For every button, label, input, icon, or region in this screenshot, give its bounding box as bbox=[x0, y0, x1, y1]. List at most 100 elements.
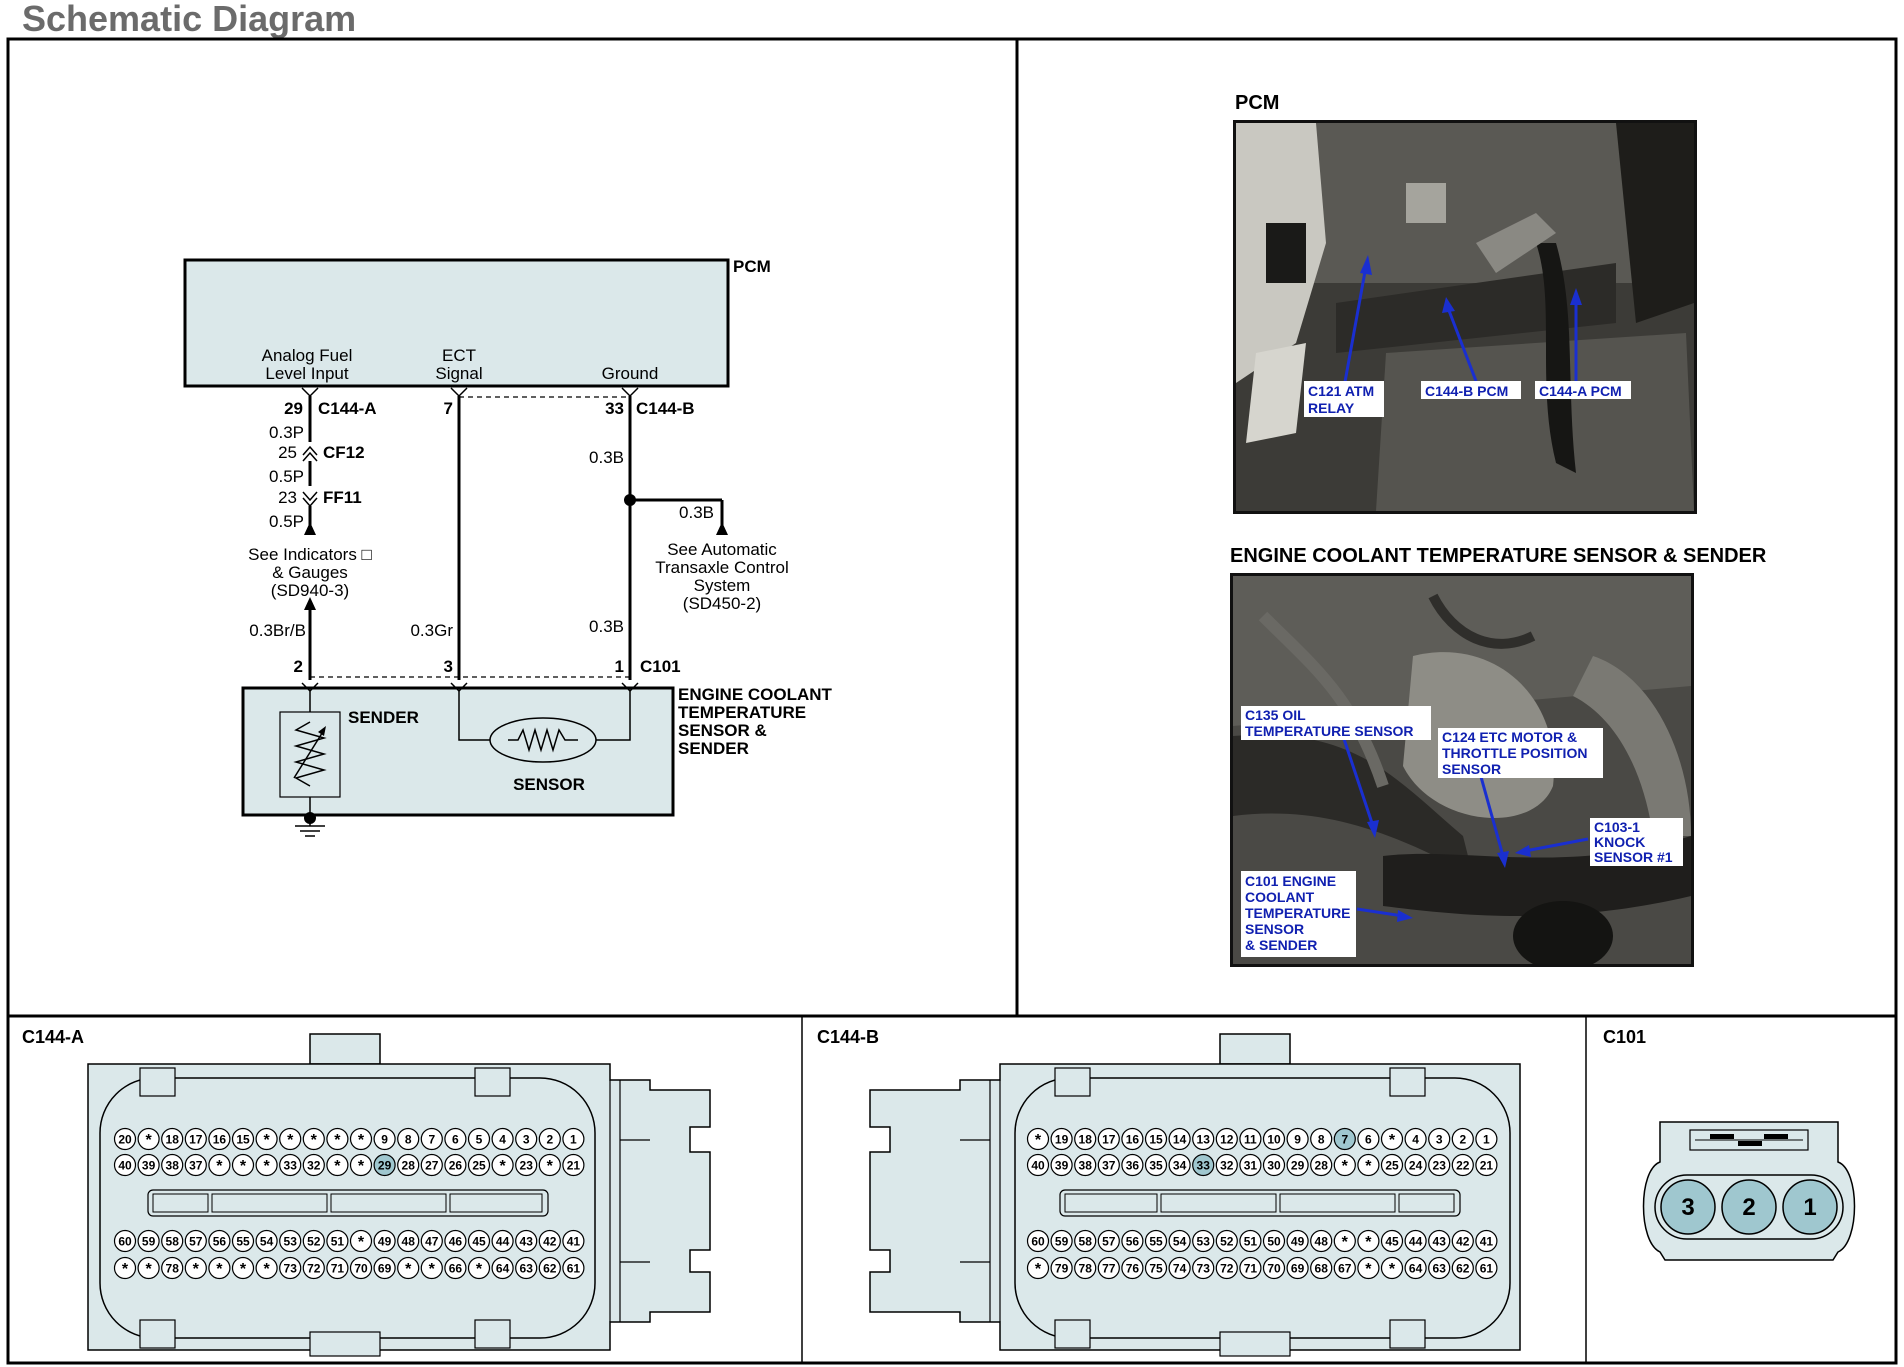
c144a-pin-cell bbox=[515, 1127, 538, 1151]
component-box bbox=[241, 686, 675, 817]
c144a-pin-label: 54 bbox=[260, 1235, 274, 1249]
c144a-pin-label: * bbox=[287, 1132, 294, 1149]
c144a-pin-cell bbox=[231, 1127, 255, 1151]
c144a-pin-cell bbox=[349, 1229, 373, 1253]
c144a-pin-label: * bbox=[311, 1132, 318, 1149]
c144a-pin-cell bbox=[444, 1127, 467, 1151]
c144a-pin-cell bbox=[279, 1229, 302, 1253]
c144a-pin-label: 17 bbox=[189, 1133, 203, 1147]
c144a-pin-cell bbox=[231, 1153, 255, 1177]
c144b-pin-label: 76 bbox=[1126, 1262, 1140, 1276]
c144a-pin-label: 41 bbox=[567, 1235, 581, 1249]
splice-ff11 bbox=[302, 491, 318, 508]
c144b-pin-cell bbox=[1168, 1153, 1191, 1177]
c144a-pin-cell bbox=[491, 1127, 514, 1151]
c144a-pin-label: * bbox=[499, 1158, 506, 1175]
c144a-pin-label: 43 bbox=[520, 1235, 534, 1249]
c144b-pin-cell bbox=[1262, 1256, 1286, 1280]
c144a-pin-cell bbox=[349, 1127, 373, 1151]
photo-pcm: C121 ATM RELAY C144-B PCM C144-A PCM bbox=[1233, 120, 1697, 514]
c144a-pin-label: 29 bbox=[378, 1159, 392, 1173]
c144a-pin-cell bbox=[184, 1256, 207, 1280]
c144a-pin-cell bbox=[231, 1229, 255, 1253]
c144a-pin-label: 69 bbox=[378, 1262, 392, 1276]
c144a-pin-cell bbox=[255, 1229, 278, 1253]
c144b-pin-cell bbox=[1121, 1127, 1144, 1151]
photo-ect: C135 OIL TEMPERATURE SENSOR C124 ETC MOT… bbox=[1230, 573, 1694, 967]
c144b-pin-label: 50 bbox=[1267, 1235, 1281, 1249]
c144b-pin-cell bbox=[1428, 1256, 1451, 1280]
c101-pin-cell bbox=[1782, 1179, 1838, 1235]
c144a-pin-label: 28 bbox=[402, 1159, 416, 1173]
c144b-pin-cell bbox=[1192, 1153, 1215, 1177]
c144b-pin-label: 30 bbox=[1267, 1159, 1281, 1173]
c144a-pin-label: 52 bbox=[307, 1235, 321, 1249]
pin-33: 33 bbox=[605, 399, 624, 418]
c144a-pin-cell bbox=[538, 1127, 561, 1151]
c144b-pin-cell bbox=[1286, 1127, 1309, 1151]
c144b-pin-label: 31 bbox=[1244, 1159, 1258, 1173]
c144b-pin-label: 35 bbox=[1149, 1159, 1163, 1173]
c144a-pin-cell bbox=[562, 1229, 585, 1253]
c144a-pin-label: 49 bbox=[378, 1235, 392, 1249]
c144b-pin-cell bbox=[1144, 1229, 1168, 1253]
c144a-pin-label: * bbox=[216, 1261, 223, 1278]
photo-label-c101-5: & SENDER bbox=[1245, 937, 1317, 953]
arrow-to-atcs bbox=[716, 522, 728, 535]
pin-7: 7 bbox=[444, 399, 453, 418]
photo-label-c124-1: C124 ETC MOTOR & bbox=[1442, 729, 1577, 745]
c144b-pin-label: 52 bbox=[1220, 1235, 1234, 1249]
c144a-pin-cell bbox=[161, 1229, 184, 1253]
c144b-pin-cell bbox=[1404, 1256, 1427, 1280]
c144a-pin-cell bbox=[255, 1127, 278, 1151]
photo-label-c124-3: SENSOR bbox=[1442, 761, 1501, 777]
c144a-pin-cell bbox=[208, 1229, 231, 1253]
c144b-pin-cell bbox=[1451, 1256, 1474, 1280]
c144b-pin-label: 38 bbox=[1079, 1159, 1093, 1173]
c144a-pin-cell bbox=[302, 1153, 325, 1177]
photo-label-c103-2: KNOCK bbox=[1594, 834, 1645, 850]
c144b-pin-cell bbox=[1192, 1229, 1215, 1253]
c144a-pin-label: * bbox=[429, 1261, 436, 1278]
c144b-pin-label: 54 bbox=[1173, 1235, 1187, 1249]
connector-c144b: C144-B bbox=[636, 399, 695, 418]
c144b-pin-cell bbox=[1310, 1127, 1333, 1151]
connector-c101: C101 bbox=[640, 657, 681, 676]
c144b-pin-label: 67 bbox=[1338, 1262, 1352, 1276]
c144a-pin-label: * bbox=[405, 1261, 412, 1278]
component-name-4: SENDER bbox=[678, 739, 749, 758]
c144a-pin-label: 2 bbox=[546, 1133, 553, 1147]
c144b-pin-label: * bbox=[1342, 1158, 1349, 1175]
c144a-pin-cell bbox=[113, 1127, 137, 1151]
c144b-pin-cell bbox=[1192, 1256, 1215, 1280]
c144b-pin-cell bbox=[1475, 1153, 1498, 1177]
c144b-pin-cell bbox=[1286, 1256, 1309, 1280]
c144b-pin-cell bbox=[1121, 1256, 1144, 1280]
c144a-pin-label: 78 bbox=[166, 1262, 180, 1276]
c144b-pin-label: 2 bbox=[1459, 1133, 1466, 1147]
c144a-pin-label: 63 bbox=[520, 1262, 534, 1276]
c144a-pin-label: 25 bbox=[472, 1159, 486, 1173]
c144a-pin-label: * bbox=[334, 1132, 341, 1149]
c144a-pin-cell bbox=[515, 1229, 538, 1253]
c144b-pin-label: * bbox=[1035, 1261, 1042, 1278]
c144b-pin-cell bbox=[1192, 1127, 1215, 1151]
c144b-pin-cell bbox=[1168, 1127, 1191, 1151]
c144b-pin-label: 11 bbox=[1244, 1133, 1257, 1147]
c144b-pin-label: 42 bbox=[1456, 1235, 1470, 1249]
c144a-pin-cell bbox=[373, 1256, 396, 1280]
c144b-pin-label: 79 bbox=[1055, 1262, 1069, 1276]
c144a-pin-cell bbox=[397, 1229, 420, 1253]
wire-03b-a: 0.3B bbox=[589, 448, 624, 467]
c144b-pin-label: 49 bbox=[1291, 1235, 1305, 1249]
c144a-pin-cell bbox=[231, 1256, 255, 1280]
photo-label-c144b: C144-B PCM bbox=[1425, 383, 1508, 399]
sender-label: SENDER bbox=[348, 708, 419, 727]
c144a-pin-label: 71 bbox=[331, 1262, 345, 1276]
c144b-pin-cell bbox=[1404, 1153, 1427, 1177]
c144b-pin-label: 8 bbox=[1318, 1133, 1325, 1147]
c144b-pin-label: 44 bbox=[1409, 1235, 1423, 1249]
